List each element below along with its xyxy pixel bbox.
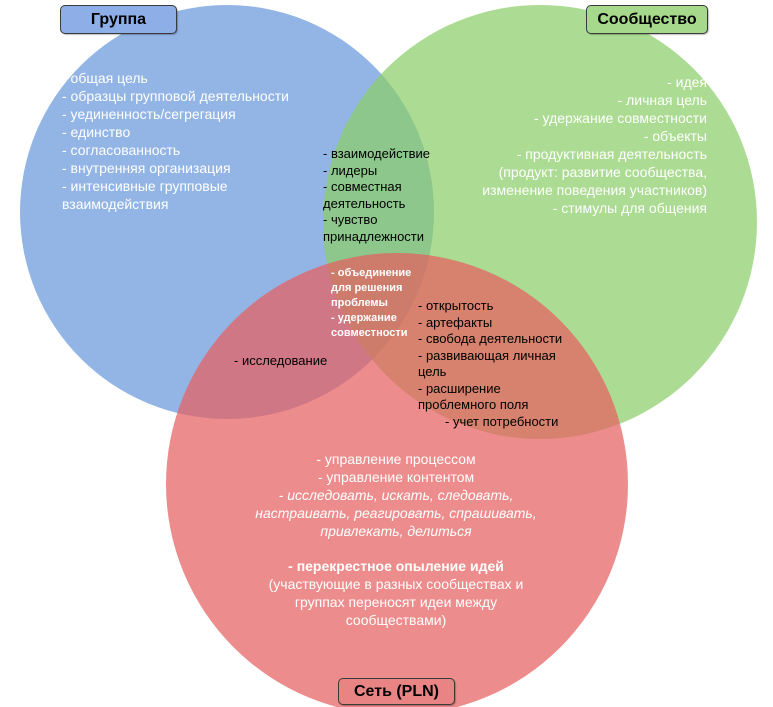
list-item: проблемы xyxy=(331,297,388,309)
list-item: - личная цель xyxy=(617,92,707,108)
list-item: - удержание xyxy=(331,312,397,324)
list-item: цель xyxy=(418,364,447,379)
list-item: сообществами) xyxy=(345,612,447,628)
list-item: - расширение xyxy=(418,380,501,396)
network-circle xyxy=(166,253,628,707)
list-item: - перекрестное опыление идей xyxy=(288,558,504,574)
group-network-items: - исследование xyxy=(234,353,327,370)
list-item: - стимулы для общения xyxy=(552,200,707,216)
list-item: - исследовать, искать, следовать, xyxy=(278,487,514,503)
list-item: для решения xyxy=(331,282,403,294)
list-item: совместности xyxy=(331,327,408,339)
list-item: группах переносят идеи между xyxy=(294,594,498,610)
list-item: - единство xyxy=(62,124,131,140)
network-items: - управление процессом - управление конт… xyxy=(216,450,576,629)
list-item: изменение поведения участников) xyxy=(482,182,707,198)
list-item: - уединенность/сегрегация xyxy=(62,106,236,122)
list-item: - развивающая личная xyxy=(418,347,556,363)
list-item: привлекать, делиться xyxy=(320,523,472,539)
list-item: проблемного поля xyxy=(418,397,529,412)
list-item: - исследование xyxy=(234,353,328,368)
list-item: настраивать, реагировать, спрашивать, xyxy=(255,505,537,521)
list-item: - чувство xyxy=(323,212,378,227)
list-item: - удержание совместности xyxy=(533,110,707,126)
list-item: - объединение xyxy=(331,267,412,279)
list-item: - интенсивные групповые xyxy=(62,178,228,194)
list-item: (участвующие в разных сообществах и xyxy=(268,576,524,592)
list-item: - идея xyxy=(667,74,707,90)
list-item: - открытость xyxy=(418,298,494,313)
list-item: - артефакты xyxy=(418,314,493,330)
community-network-items: - открытость - артефакты - свобода деяте… xyxy=(418,298,562,430)
group-items: - общая цель - образцы групповой деятель… xyxy=(62,69,289,213)
list-item: принадлежности xyxy=(323,228,425,244)
list-item: - взаимодействие xyxy=(323,146,430,161)
group-label: Группа xyxy=(60,5,177,34)
center-items: - объединение для решения проблемы - уде… xyxy=(331,266,411,341)
list-item: - управление процессом xyxy=(316,451,476,467)
list-item: - продуктивная деятельность xyxy=(516,146,707,162)
list-item: - свобода деятельности xyxy=(418,331,563,346)
network-label: Сеть (PLN) xyxy=(338,678,455,705)
list-item: - внутренняя организация xyxy=(62,160,231,176)
list-item: - объекты xyxy=(643,128,707,144)
group-community-items: - взаимодействие - лидеры - совместная д… xyxy=(323,146,430,245)
list-item: (продукт: развитие сообщества, xyxy=(498,164,707,180)
list-item: деятельность xyxy=(323,195,406,211)
list-item: - управление контентом xyxy=(317,469,475,485)
list-item: - совместная xyxy=(323,179,402,194)
list-item: - учет потребности xyxy=(445,413,559,429)
list-item: - лидеры xyxy=(323,162,378,178)
list-item: - образцы групповой деятельности xyxy=(62,88,289,104)
community-label: Сообщество xyxy=(586,5,708,34)
list-item: - согласованность xyxy=(62,142,181,158)
community-items: - идея - личная цель - удержание совмест… xyxy=(482,73,707,217)
list-item: взаимодействия xyxy=(62,196,169,212)
list-item: - общая цель xyxy=(62,70,148,86)
